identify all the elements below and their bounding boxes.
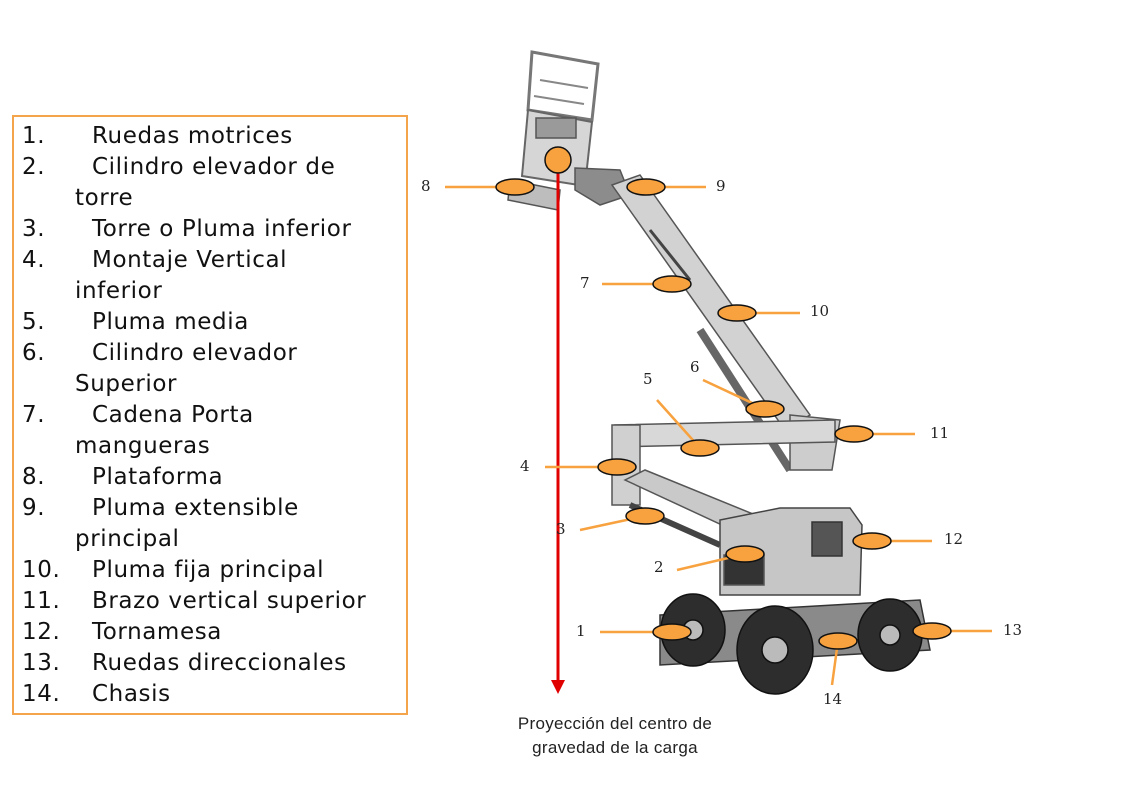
legend-number: 14.: [22, 681, 61, 707]
legend-number: 7.: [22, 402, 46, 428]
legend-label: Brazo vertical superior: [92, 588, 367, 614]
callout-marker: [597, 458, 637, 476]
legend-label-continued: mangueras: [75, 433, 211, 459]
legend-label: Chasis: [92, 681, 171, 707]
legend-number: 6.: [22, 340, 46, 366]
legend-number: 5.: [22, 309, 46, 335]
callout-marker: [717, 304, 757, 322]
callout-number: 3: [556, 520, 566, 538]
mid-boom: [614, 419, 836, 448]
legend-label: Tornamesa: [92, 619, 222, 645]
callout-number: 6: [690, 358, 700, 376]
legend-item: 4. Montaje Vertical inferior: [22, 245, 402, 307]
callout-marker: [652, 623, 692, 641]
legend-label: Montaje Vertical: [92, 247, 288, 273]
legend-item: 1. Ruedas motrices: [22, 121, 402, 183]
legend-box: [12, 115, 408, 715]
callout-number: 14: [823, 690, 843, 708]
callout-marker: [626, 178, 666, 196]
callout-number: 5: [643, 370, 653, 388]
callout-marker: [834, 425, 874, 443]
callout-marker: [745, 400, 785, 418]
legend-item: 14. Chasis: [22, 679, 402, 741]
legend-number: 2.: [22, 154, 46, 180]
callout-number: 7: [580, 274, 590, 292]
upper-boom: [610, 174, 812, 432]
legend-number: 13.: [22, 650, 61, 676]
legend-label: Pluma extensible: [92, 495, 299, 521]
legend-label-continued: torre: [75, 185, 134, 211]
legend-item: 7. Cadena Porta mangueras: [22, 400, 402, 462]
callout-marker: [625, 507, 665, 525]
callout-number: 8: [421, 177, 431, 195]
legend-label: Cilindro elevador de: [92, 154, 336, 180]
cog-caption: Proyección del centro de gravedad de la …: [480, 712, 750, 760]
legend-label: Torre o Pluma inferior: [92, 216, 352, 242]
platform-rotator: [574, 167, 631, 206]
caption-line-2: gravedad de la carga: [532, 738, 698, 757]
callout-marker: [912, 622, 952, 640]
legend-label: Ruedas motrices: [92, 123, 293, 149]
callout-markers: [495, 178, 952, 650]
legend-number: 10.: [22, 557, 61, 583]
legend-number: 12.: [22, 619, 61, 645]
callout-marker: [818, 632, 858, 650]
legend-number: 4.: [22, 247, 46, 273]
callout-marker: [495, 178, 535, 196]
legend-item: 2. Cilindro elevador de torre: [22, 152, 402, 214]
callout-marker: [852, 532, 892, 550]
legend-item: 8. Plataforma: [22, 462, 402, 524]
legend-label-continued: principal: [75, 526, 180, 552]
legend-label-continued: inferior: [75, 278, 163, 304]
legend-label: Plataforma: [92, 464, 224, 490]
callout-number: 11: [930, 424, 950, 442]
callout-number: 1: [576, 622, 586, 640]
callout-number: 9: [716, 177, 726, 195]
legend-label: Pluma fija principal: [92, 557, 325, 583]
legend-item: 11. Brazo vertical superior: [22, 586, 402, 648]
callout-number: 2: [654, 558, 664, 576]
callout-marker: [652, 275, 692, 293]
legend-number: 8.: [22, 464, 46, 490]
legend-item: 10. Pluma fija principal: [22, 555, 402, 617]
legend-label: Cilindro elevador: [92, 340, 298, 366]
legend-label: Pluma media: [92, 309, 249, 335]
legend-number: 3.: [22, 216, 46, 242]
cog-projection: [544, 146, 572, 694]
legend-item: 13. Ruedas direccionales: [22, 648, 402, 710]
legend-item: 9. Pluma extensible principal: [22, 493, 402, 555]
callout-number: 10: [810, 302, 830, 320]
legend-label: Cadena Porta: [92, 402, 254, 428]
legend-label-continued: Superior: [75, 371, 178, 397]
aerial-lift-illustration: [507, 50, 931, 695]
callout-number: 12: [944, 530, 964, 548]
legend-number: 9.: [22, 495, 46, 521]
legend-item: 5. Pluma media: [22, 307, 402, 369]
caption-line-1: Proyección del centro de: [517, 714, 713, 733]
legend-item: 3. Torre o Pluma inferior: [22, 214, 402, 276]
legend-item: 12. Tornamesa: [22, 617, 402, 679]
callout-number: 13: [1003, 621, 1023, 639]
callout-marker: [680, 439, 720, 457]
cog-marker: [544, 146, 572, 174]
callout-marker: [725, 545, 765, 563]
legend-number: 11.: [22, 588, 61, 614]
callout-number: 4: [520, 457, 530, 475]
wheels: [660, 593, 923, 695]
legend-number: 1.: [22, 123, 46, 149]
legend-label: Ruedas direccionales: [92, 650, 347, 676]
